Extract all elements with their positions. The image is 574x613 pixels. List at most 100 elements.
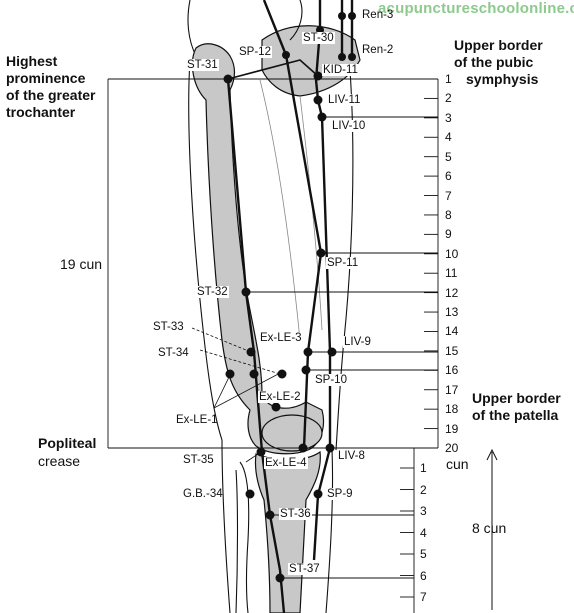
point-st35-dot: [256, 447, 266, 457]
leader-lines: [191, 327, 283, 463]
muscle-lines: [259, 79, 323, 341]
thigh-scale-number-13: 13: [445, 305, 459, 320]
leg-scale-number-7: 7: [420, 590, 427, 604]
point-sp12-dot: [282, 51, 290, 59]
point-exle2-dot: [271, 402, 281, 412]
thigh-scale-number-8: 8: [445, 207, 452, 222]
thigh-scale-number-5: 5: [445, 149, 452, 164]
label-sp12: SP-12: [238, 46, 272, 58]
point-exle1b-dot: [277, 369, 287, 379]
trochanter-label-3: of the greater: [6, 87, 96, 103]
reference-lines: [107, 78, 439, 613]
acupoint-dots: [223, 12, 356, 583]
thigh-scale-number-12: 12: [445, 285, 459, 300]
label-exle1: Ex-LE-1: [176, 414, 218, 426]
thigh-scale-number-11: 11: [445, 266, 458, 281]
thigh-scale-number-20: 20: [445, 441, 459, 455]
label-liv10: LIV-10: [331, 120, 367, 132]
label-st36: ST-36: [279, 508, 312, 520]
label-st35: ST-35: [183, 454, 214, 466]
fibula-bone: [235, 461, 250, 613]
point-exle4-dot: [298, 443, 308, 453]
popliteal-label-1: Popliteal: [38, 435, 97, 451]
label-exle2: Ex-LE-2: [258, 391, 302, 403]
point-liv10-dot: [317, 112, 327, 122]
label-sp11: SP-11: [326, 257, 360, 269]
point-liv11-dot: [313, 95, 323, 105]
pubic-label-3: symphysis: [466, 71, 539, 87]
point-st36-dot: [265, 510, 275, 520]
patella-label-2: of the patella: [472, 407, 559, 423]
thigh-scale-number-16: 16: [445, 363, 459, 378]
label-st37: ST-37: [288, 563, 321, 575]
label-liv11: LIV-11: [327, 94, 362, 106]
point-sp10-dot: [301, 365, 311, 375]
thigh-scale-number-6: 6: [445, 169, 452, 184]
pubic-label-2: of the pubic: [454, 54, 534, 70]
label-sp9: SP-9: [326, 488, 354, 500]
label-st32: ST-32: [196, 286, 229, 298]
trochanter-label-2: prominence: [6, 70, 86, 86]
label-gb34: G.B.-34: [183, 488, 223, 500]
thigh-scale-number-10: 10: [445, 246, 459, 261]
thigh-scale-number-9: 9: [445, 227, 452, 242]
point-st33-dot: [246, 347, 256, 357]
point-exle3-dot: [303, 347, 313, 357]
thigh-scale-number-7: 7: [445, 188, 452, 203]
thigh-scale-number-4: 4: [445, 130, 452, 145]
span-8-label: 8 cun: [472, 520, 507, 536]
thigh-scale-number-19: 19: [445, 421, 459, 436]
point-sp11-dot: [316, 248, 326, 258]
thigh-outline: [188, 59, 354, 613]
label-ren2: Ren-2: [362, 44, 394, 56]
point-liv9-dot: [327, 347, 337, 357]
leg-scale-number-5: 5: [420, 547, 427, 561]
label-st34: ST-34: [158, 347, 189, 359]
patella-label-1: Upper border: [472, 390, 561, 406]
thigh-scale-number-15: 15: [445, 343, 459, 358]
thigh-scale-ticks: [424, 78, 438, 449]
cun-unit-label: cun: [446, 456, 469, 472]
point-ren3-dot: [338, 12, 346, 20]
patella-bone: [261, 414, 323, 452]
label-exle3: Ex-LE-3: [259, 332, 303, 344]
thigh-scale-number-18: 18: [445, 402, 459, 417]
thigh-scale-number-17: 17: [445, 382, 459, 397]
leg-scale-number-3: 3: [420, 504, 427, 518]
trochanter-label-1: Highest: [6, 53, 58, 69]
label-st33: ST-33: [153, 321, 184, 333]
popliteal-label-2: crease: [38, 453, 81, 469]
point-liv8-dot: [325, 443, 335, 453]
watermark-text: acupunctureschoolonline.com: [378, 0, 574, 17]
label-sp10: SP-10: [314, 374, 348, 386]
point-ren3b-dot: [348, 12, 356, 20]
label-exle4: Ex-LE-4: [264, 457, 308, 469]
label-ren3: Ren-3: [362, 9, 394, 21]
point-ren2b-dot: [348, 53, 356, 61]
point-st34-dot: [249, 369, 259, 379]
label-liv8: LIV-8: [337, 450, 366, 462]
point-st32-dot: [241, 287, 251, 297]
leg-scale-number-1: 1: [420, 461, 427, 475]
leg-scale-number-6: 6: [420, 568, 427, 583]
leg-scale-number-2: 2: [420, 482, 427, 497]
point-exle1a-dot: [225, 369, 235, 379]
label-st31: ST-31: [186, 59, 219, 71]
thigh-scale-number-1: 1: [445, 72, 452, 86]
pubic-label-1: Upper border: [454, 37, 543, 53]
point-sp9-dot: [313, 489, 323, 499]
leg-scale-ticks: [400, 467, 414, 598]
point-ren2-dot: [338, 53, 346, 61]
span-8-arrowhead: [486, 448, 498, 461]
point-st37-dot: [275, 573, 285, 583]
label-liv9: LIV-9: [343, 336, 372, 348]
st31-sp12-link: [227, 59, 319, 80]
label-st30: ST-30: [302, 32, 335, 44]
point-gb34-dot: [245, 489, 255, 499]
thigh-scale-number-3: 3: [445, 110, 452, 125]
thigh-scale-number-14: 14: [445, 324, 459, 339]
point-st31-dot: [223, 74, 233, 84]
thigh-scale-number-2: 2: [445, 91, 452, 106]
trochanter-label-4: trochanter: [6, 104, 76, 120]
